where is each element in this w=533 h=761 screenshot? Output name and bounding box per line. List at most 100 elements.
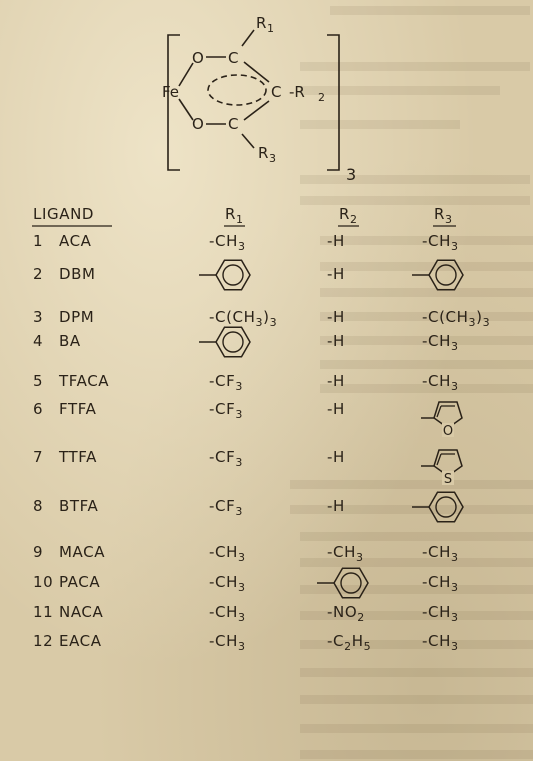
r2-substituent: -H [327, 400, 345, 418]
show-through-line [300, 175, 530, 184]
row-number: 8 [33, 497, 44, 515]
metal-label: Fe [162, 83, 179, 101]
ligand-name: BA [59, 332, 81, 350]
r1-substituent: -CH3 [209, 232, 246, 253]
r2-substituent: -H [327, 372, 345, 390]
r1-substituent: -CH3 [209, 543, 246, 564]
row-number: 11 [33, 603, 54, 621]
row-number: 2 [33, 265, 44, 283]
show-through-line [300, 640, 533, 649]
multiplier-label: 3 [346, 165, 356, 184]
show-through-line [320, 384, 533, 393]
header-r3-letter: R [434, 205, 446, 223]
header-r2: R2 [339, 205, 358, 226]
show-through-line [320, 312, 533, 321]
row-number: 12 [33, 632, 54, 650]
show-through-line [320, 336, 533, 345]
ligand-name: NACA [59, 603, 104, 621]
r1-substituent: -C(CH3)3 [209, 308, 278, 329]
show-through-line [320, 288, 533, 297]
fe-o-bond-top [178, 62, 194, 87]
show-through-line [300, 86, 500, 95]
r1-substituent: -CF3 [209, 400, 243, 421]
r2-phenyl-ring [317, 567, 369, 599]
show-through-line [300, 585, 533, 594]
r3-substituent: -C(CH3)3 [422, 308, 491, 329]
show-through-line [320, 236, 533, 245]
r3-thiophene-ring-atom: S [444, 472, 452, 487]
r2-bond-label: -R [289, 83, 305, 101]
header-r2-sub: 2 [350, 213, 358, 226]
r3-substituent: -CH3 [422, 332, 459, 353]
header-r3: R3 [434, 205, 453, 226]
r3-substituent: -CH3 [422, 232, 459, 253]
row-number: 5 [33, 372, 44, 390]
r3-substituent: -CH3 [422, 632, 459, 653]
show-through-line [300, 62, 530, 71]
show-through-line [300, 611, 533, 620]
header-r1-sub: 1 [236, 213, 244, 226]
row-number: 1 [33, 232, 44, 250]
r3-substituent: -CH3 [422, 543, 459, 564]
r1-substituent: -CH3 [209, 603, 246, 624]
c-c-bond-top [243, 61, 270, 83]
show-through-line [300, 558, 533, 567]
header-r1-letter: R [225, 205, 237, 223]
show-through-line [290, 505, 533, 514]
row-number: 7 [33, 448, 44, 466]
header-ligand-underline [32, 225, 456, 227]
ligand-name: EACA [59, 632, 102, 650]
r2-substituent: -H [327, 448, 345, 466]
r2-substituent: -H [327, 265, 345, 283]
row-number: 4 [33, 332, 44, 350]
ligand-name: DPM [59, 308, 95, 326]
r3-label: R [258, 144, 268, 162]
show-through-line [300, 695, 533, 704]
row-number: 9 [33, 543, 44, 561]
r1-sub: 1 [267, 22, 274, 35]
show-through-line [300, 750, 533, 759]
r3-phenyl-ring [412, 491, 464, 523]
c-r1-bond [241, 29, 255, 47]
carbon-mid-label: C [271, 83, 281, 101]
ligand-name: FTFA [59, 400, 97, 418]
show-through-line [300, 724, 533, 733]
r1-substituent: -CH3 [209, 632, 246, 653]
show-through-line [300, 196, 530, 205]
show-through-line [330, 6, 530, 15]
r1-substituent: -CF3 [209, 448, 243, 469]
show-through-line [300, 120, 460, 129]
oxygen-top-label: O [192, 49, 204, 67]
show-through-line [320, 360, 533, 369]
r1-label: R [256, 14, 266, 32]
right-bracket [327, 34, 340, 171]
r2-substituent: -NO2 [327, 603, 365, 624]
r3-thiophene-ring: S [421, 449, 463, 487]
r1-substituent: -CF3 [209, 497, 243, 518]
r1-phenyl-ring [199, 259, 251, 291]
header-ligand: LIGAND [33, 205, 94, 223]
ligand-name: TTFA [59, 448, 97, 466]
ligand-name: ACA [59, 232, 92, 250]
carbon-top-label: C [228, 49, 238, 67]
ligand-name: MACA [59, 543, 106, 561]
fe-o-bond-bottom [178, 98, 194, 121]
header-ligand-text: LIGAND [33, 205, 95, 223]
r2-substituent: -H [327, 497, 345, 515]
r2-substituent: -H [327, 332, 345, 350]
c-r3-bond [241, 133, 255, 149]
r3-furan-ring: O [421, 401, 463, 439]
header-r3-sub: 3 [445, 213, 453, 226]
r1-substituent: -CF3 [209, 372, 243, 393]
show-through-line [320, 262, 533, 271]
header-r1: R1 [225, 205, 244, 226]
r2-substituent: -H [327, 232, 345, 250]
row-number: 10 [33, 573, 54, 591]
ligand-name: TFACA [59, 372, 110, 390]
delocalization-ring [207, 74, 267, 106]
r2-substituent: -CH3 [327, 543, 364, 564]
r3-sub: 3 [269, 152, 276, 165]
row-number: 3 [33, 308, 44, 326]
r1-phenyl-ring [199, 326, 251, 358]
